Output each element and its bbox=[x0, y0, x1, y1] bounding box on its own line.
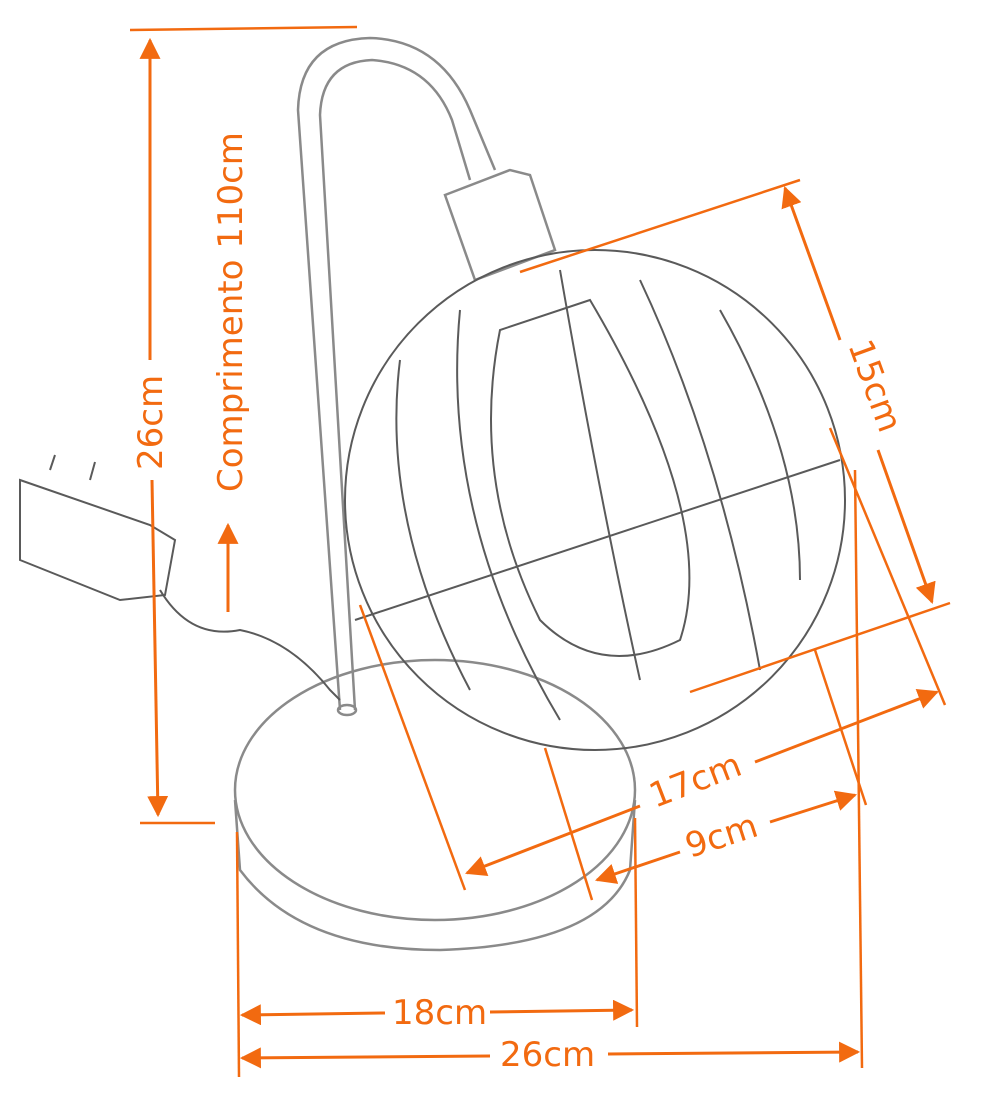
lamp-stem-inner bbox=[318, 58, 472, 711]
base-extension-left bbox=[235, 831, 241, 1078]
shade-width-extension-right bbox=[828, 427, 947, 706]
cage-rib bbox=[456, 309, 561, 721]
lamp-stem-outer bbox=[296, 36, 497, 711]
cage-rib bbox=[559, 269, 641, 681]
offset-extension-left bbox=[543, 747, 594, 901]
lamp-bulb bbox=[490, 298, 691, 657]
shade-offset-label: 9cm bbox=[680, 806, 762, 867]
shade-width-arrow-right bbox=[754, 688, 939, 764]
shade-height-arrow-top bbox=[781, 186, 842, 341]
base-diameter-label: 18cm bbox=[392, 993, 487, 1033]
base-arrow-right bbox=[489, 999, 635, 1021]
stem-foot bbox=[336, 703, 358, 717]
total-width-arrow-right bbox=[607, 1041, 861, 1063]
lamp-base bbox=[233, 658, 637, 922]
shade-width-extension-left bbox=[358, 604, 467, 891]
power-plug bbox=[19, 478, 177, 602]
lamp-cage bbox=[344, 249, 846, 751]
lamp-base-side bbox=[233, 799, 637, 952]
shade-height-arrow-bottom bbox=[876, 449, 936, 604]
shade-height-extension-bottom bbox=[689, 601, 951, 694]
cage-rib bbox=[639, 279, 761, 671]
lamp-sketch bbox=[19, 36, 846, 952]
shade-width-label: 17cm bbox=[644, 745, 747, 816]
total-width-arrow-left bbox=[239, 1047, 491, 1069]
height-arrow-bottom bbox=[147, 479, 169, 818]
cord-length-label: Comprimento 110cm bbox=[211, 132, 251, 492]
lamp-socket bbox=[443, 168, 557, 282]
height-label: 26cm bbox=[131, 375, 171, 470]
offset-arrow-left bbox=[595, 850, 681, 884]
total-width-label: 26cm bbox=[500, 1035, 595, 1075]
base-extension-right bbox=[633, 817, 639, 1028]
shade-height-extension-top bbox=[519, 178, 801, 274]
power-cord bbox=[159, 589, 341, 701]
cage-ring bbox=[354, 459, 841, 621]
height-extension-top bbox=[129, 25, 358, 32]
total-width-extension-right bbox=[853, 469, 864, 1069]
cage-rib bbox=[395, 359, 471, 691]
offset-arrow-right bbox=[769, 790, 858, 824]
shade-height-label: 15cm bbox=[840, 334, 910, 437]
plug-prongs bbox=[49, 454, 96, 481]
shade-width-arrow-left bbox=[465, 804, 641, 876]
cage-rib bbox=[719, 309, 801, 581]
base-arrow-left bbox=[239, 1004, 386, 1026]
